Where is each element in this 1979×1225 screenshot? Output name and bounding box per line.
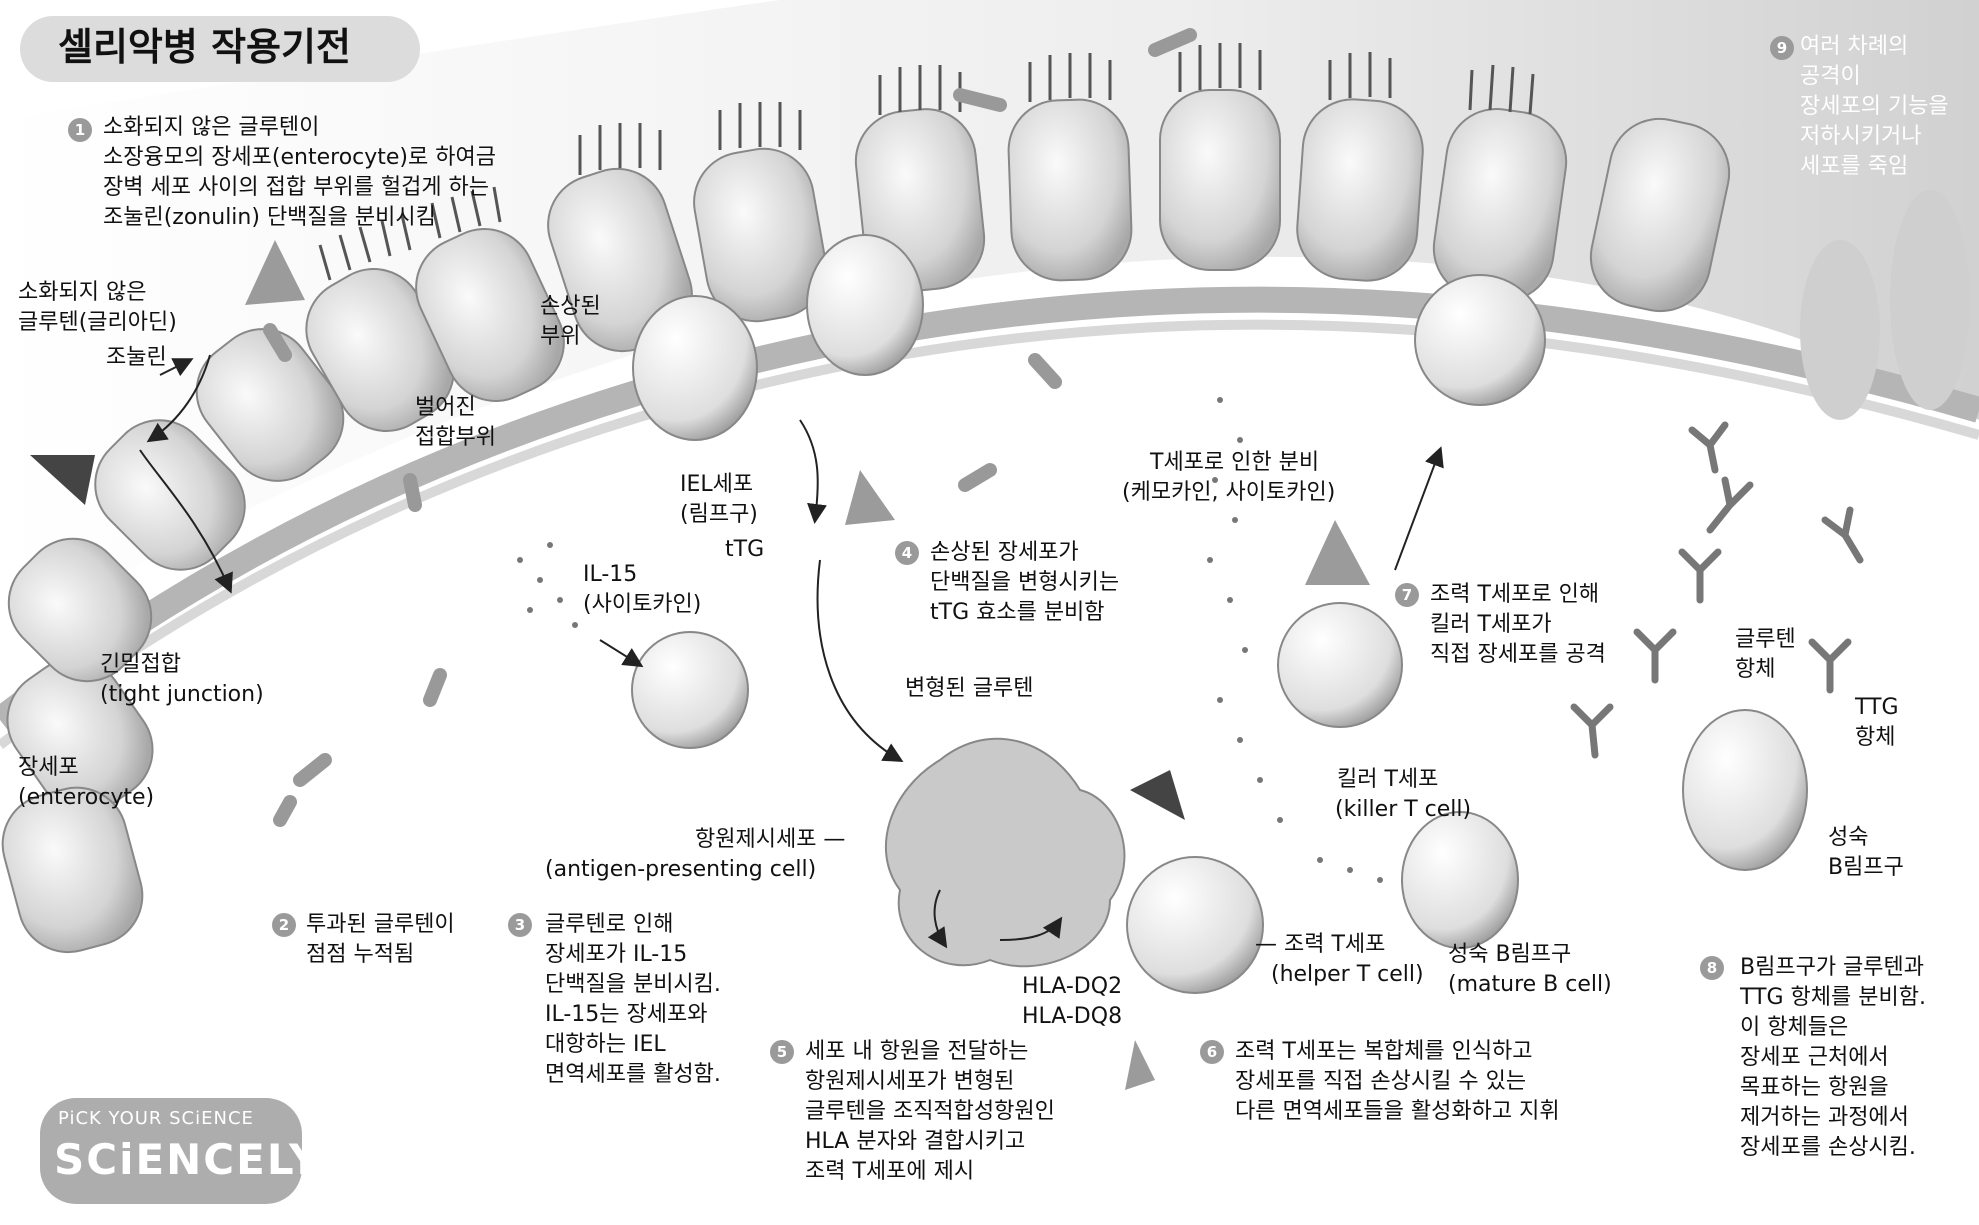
page-title: 셀리악병 작용기전 bbox=[58, 25, 351, 69]
il15-target-cell bbox=[631, 631, 749, 749]
cytokine-dots bbox=[517, 397, 1383, 883]
arrows bbox=[139, 354, 1444, 949]
mature-b-cell-mid bbox=[1401, 811, 1519, 949]
logo-face: :) bbox=[317, 1135, 358, 1184]
step-marker-7: 7 bbox=[1395, 583, 1419, 607]
microvilli bbox=[318, 43, 1535, 281]
label-t-secretion: T세포로 인한 분비(케모카인, 사이토카인) bbox=[1122, 450, 1336, 505]
title-pill bbox=[20, 16, 420, 82]
step-marker-5: 5 bbox=[770, 1040, 794, 1064]
logo-wordmark: SCiENCELY:) bbox=[54, 1135, 358, 1184]
step-marker-6: 6 bbox=[1200, 1040, 1224, 1064]
top-t-cell bbox=[1414, 274, 1546, 406]
label-tight-junction: 긴밀접합(tight junction) bbox=[100, 652, 264, 707]
label-zonulin: 조눌린 bbox=[106, 345, 167, 370]
antigen-presenting-cell bbox=[885, 737, 1126, 968]
antibodies bbox=[1570, 421, 1864, 759]
intestinal-wall-cells bbox=[1, 89, 1731, 954]
damaged-tissue bbox=[1800, 190, 1970, 420]
gluten-fragments bbox=[263, 28, 1197, 827]
label-ttg: tTG bbox=[725, 537, 765, 562]
damaged-cell bbox=[806, 234, 924, 376]
step-marker-8: 8 bbox=[1700, 956, 1724, 980]
step-marker-1: 1 bbox=[68, 118, 92, 142]
label-modified-gluten: 변형된 글루텐 bbox=[905, 676, 1034, 701]
step-marker-2: 2 bbox=[272, 913, 296, 937]
step-marker-4: 4 bbox=[895, 541, 919, 565]
logo-name: SCiENCELY bbox=[54, 1135, 318, 1184]
logo-badge bbox=[40, 1098, 302, 1204]
label-il15: IL-15(사이토카인) bbox=[583, 562, 702, 617]
iel-cell bbox=[632, 295, 758, 441]
cells bbox=[631, 234, 1808, 994]
logo-tagline: PiCK YOUR SCiENCE bbox=[58, 1108, 254, 1129]
step-marker-3: 3 bbox=[508, 913, 532, 937]
label-helper-t: — 조력 T세포(helper T cell) bbox=[1255, 932, 1424, 987]
mature-b-cell-right bbox=[1682, 709, 1808, 871]
label-killer-t: 킬러 T세포(killer T cell) bbox=[1335, 767, 1472, 822]
label-apc: 항원제시세포 —(antigen-presenting cell) bbox=[545, 827, 846, 882]
step-marker-9: 9 bbox=[1770, 36, 1794, 60]
label-mature-b: 성숙 B림프구(mature B cell) bbox=[1448, 942, 1612, 997]
killer-t-cell bbox=[1277, 602, 1403, 728]
label-enterocyte: 장세포(enterocyte) bbox=[18, 755, 155, 810]
helper-t-cell bbox=[1126, 856, 1264, 994]
block-arrows bbox=[30, 240, 1370, 1090]
label-iel: IEL세포(림프구) bbox=[680, 472, 758, 527]
